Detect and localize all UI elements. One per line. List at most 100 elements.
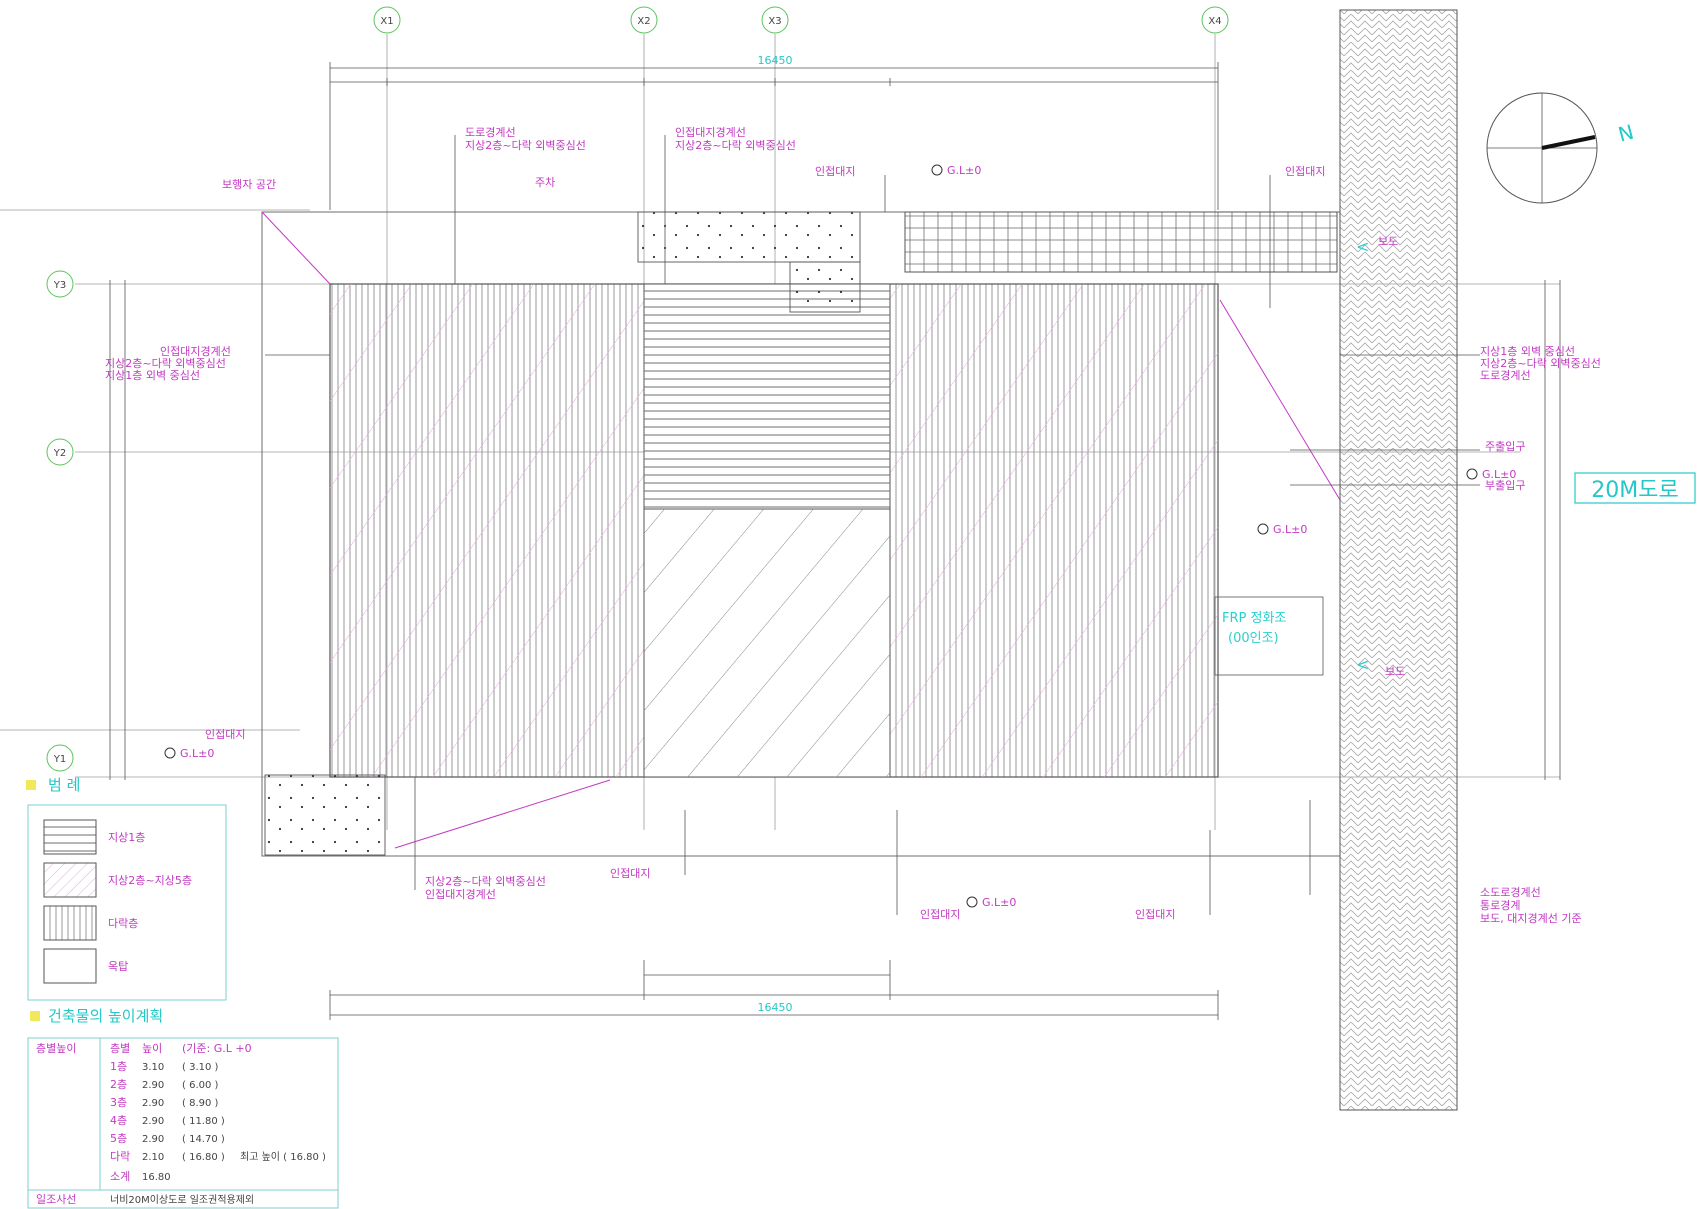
- grid-label-y2: Y2: [53, 448, 66, 459]
- height-table-title: 건축물의 높이계획: [48, 1007, 163, 1025]
- grid-label-x4: X4: [1208, 16, 1221, 27]
- leader-lines: [265, 135, 1480, 915]
- note-main-entry: 주출입구: [1485, 440, 1525, 453]
- legend-item-1: 지상1층: [43, 819, 145, 855]
- svg-text:4층: 4층: [110, 1114, 127, 1127]
- note-frp-1: FRP 정화조: [1222, 611, 1286, 626]
- svg-text:G.L±0: G.L±0: [180, 747, 214, 760]
- note-bottom-right-1: 소도로경계선: [1480, 886, 1541, 899]
- note-top-left-1: 도로경계선: [465, 126, 516, 139]
- svg-text:(기준: G.L +0: (기준: G.L +0: [182, 1042, 252, 1055]
- svg-text:( 6.00 ): ( 6.00 ): [182, 1080, 219, 1091]
- note-frp-2: (00인조): [1228, 631, 1279, 646]
- svg-text:5층: 5층: [110, 1132, 127, 1145]
- svg-text:N: N: [1616, 120, 1637, 147]
- dimension-lines-top: [329, 62, 1219, 210]
- ground-level-marker-5: G.L±0: [966, 896, 1016, 909]
- svg-text:G.L±0: G.L±0: [1273, 523, 1307, 536]
- grid-bubble-x3: X3: [761, 6, 789, 34]
- building-footprint: [329, 283, 1219, 778]
- note-right-1: 지상1층 외벽 중심선: [1480, 345, 1575, 358]
- dimension-lines-left: [109, 280, 1561, 780]
- note-sidewalk: 보도: [1378, 235, 1398, 248]
- note-top-left-2: 지상2층~다락 외벽중심선: [465, 139, 586, 152]
- grid-label-x2: X2: [637, 16, 650, 27]
- note-top-mid-2: 지상2층~다락 외벽중심선: [675, 139, 796, 152]
- note-bottom-2: 인접대지경계선: [425, 888, 496, 901]
- grid-label-y3: Y3: [53, 280, 66, 291]
- svg-text:옥탑: 옥탑: [108, 960, 128, 973]
- grid-bubble-x2: X2: [630, 6, 658, 34]
- ground-level-marker-2: G.L±0: [1257, 523, 1307, 536]
- note-top-mid-1: 인접대지경계선: [675, 126, 746, 139]
- legend: 범 례 지상1층 지상2층~지상5층 다락층 옥탑: [26, 776, 227, 1001]
- svg-text:지상1층: 지상1층: [108, 831, 145, 844]
- note-adjacent-left: 인접대지: [205, 728, 245, 741]
- ground-level-marker-4: G.L±0: [164, 747, 214, 760]
- svg-text:2.10: 2.10: [142, 1152, 164, 1163]
- ground-level-marker-1: G.L±0: [931, 164, 981, 177]
- svg-text:층별: 층별: [110, 1042, 130, 1055]
- note-adjacent-bottom-3: 인접대지: [1135, 908, 1175, 921]
- note-left-3: 지상1층 외벽 중심선: [105, 369, 200, 382]
- svg-text:높이: 높이: [142, 1042, 162, 1055]
- svg-text:2.90: 2.90: [142, 1098, 164, 1109]
- note-adjacent-bottom-1: 인접대지: [610, 867, 650, 880]
- note-left-1: 인접대지경계선: [160, 345, 231, 358]
- grid-bubble-y3: Y3: [46, 270, 74, 298]
- note-left-2: 지상2층~다락 외벽중심선: [105, 357, 226, 370]
- svg-text:( 8.90 ): ( 8.90 ): [182, 1098, 219, 1109]
- section-marker-top: <: [1356, 237, 1369, 256]
- legend-item-4: 옥탑: [43, 948, 128, 984]
- road-label: 20M도로: [1574, 472, 1696, 504]
- note-bottom-1: 지상2층~다락 외벽중심선: [425, 875, 546, 888]
- svg-text:( 3.10 ): ( 3.10 ): [182, 1062, 219, 1073]
- svg-text:2.90: 2.90: [142, 1134, 164, 1145]
- dimension-lines-bottom: [329, 960, 1219, 1020]
- svg-text:3층: 3층: [110, 1096, 127, 1109]
- grid-label-x1: X1: [380, 16, 393, 27]
- svg-text:지상2층~지상5층: 지상2층~지상5층: [108, 874, 192, 887]
- note-pedestrian: 보행자 공간: [222, 178, 276, 191]
- note-right-3: 도로경계선: [1480, 369, 1531, 382]
- note-parking: 주차: [535, 176, 555, 189]
- grid-bubble-x4: X4: [1201, 6, 1229, 34]
- grid-label-y1: Y1: [53, 754, 66, 765]
- svg-text:( 16.80 ): ( 16.80 ): [182, 1152, 225, 1163]
- svg-text:G.L±0: G.L±0: [982, 896, 1016, 909]
- grid-bubble-x1: X1: [373, 6, 401, 34]
- dimension-total-bottom: 16450: [758, 1001, 793, 1014]
- note-adjacent-right: 인접대지: [1285, 165, 1325, 178]
- note-adjacent-top: 인접대지: [815, 165, 855, 178]
- dimension-total-top: 16450: [758, 54, 793, 67]
- svg-text:3.10: 3.10: [142, 1062, 164, 1073]
- road-strip: [1339, 9, 1458, 1111]
- svg-text:G.L±0: G.L±0: [1482, 468, 1516, 481]
- section-marker-bottom: <: [1356, 655, 1369, 674]
- svg-text:2.90: 2.90: [142, 1080, 164, 1091]
- note-sub-entry: 부출입구: [1485, 479, 1525, 492]
- legend-item-3: 다락층: [43, 905, 138, 941]
- height-table: 건축물의 높이계획 층별높이 층별 높이 (기준: G.L +0 1층 3.10…: [27, 1007, 339, 1209]
- svg-text:소계: 소계: [110, 1170, 130, 1183]
- ground-level-marker-3: G.L±0: [1466, 468, 1516, 481]
- svg-text:16.80: 16.80: [142, 1172, 171, 1183]
- svg-text:최고 높이 ( 16.80 ): 최고 높이 ( 16.80 ): [240, 1151, 326, 1163]
- svg-text:너비20M이상도로 일조권적용제외: 너비20M이상도로 일조권적용제외: [110, 1194, 254, 1206]
- svg-text:G.L±0: G.L±0: [947, 164, 981, 177]
- note-adjacent-bottom-2: 인접대지: [920, 908, 960, 921]
- grid-label-x3: X3: [768, 16, 781, 27]
- note-bottom-right-3: 보도, 대지경계선 기준: [1480, 912, 1582, 925]
- grid-bubble-y1: Y1: [46, 744, 74, 772]
- svg-text:1층: 1층: [110, 1060, 127, 1073]
- parking-grid: [904, 211, 1338, 273]
- svg-text:( 11.80 ): ( 11.80 ): [182, 1116, 225, 1127]
- svg-text:20M도로: 20M도로: [1591, 478, 1678, 503]
- landscape-areas: [264, 211, 861, 856]
- grid-bubble-y2: Y2: [46, 438, 74, 466]
- note-bottom-right-2: 통로경계: [1480, 899, 1520, 912]
- svg-text:일조사선: 일조사선: [36, 1192, 76, 1206]
- note-right-2: 지상2층~다락 외벽중심선: [1480, 357, 1601, 370]
- legend-title: 범 례: [48, 776, 80, 794]
